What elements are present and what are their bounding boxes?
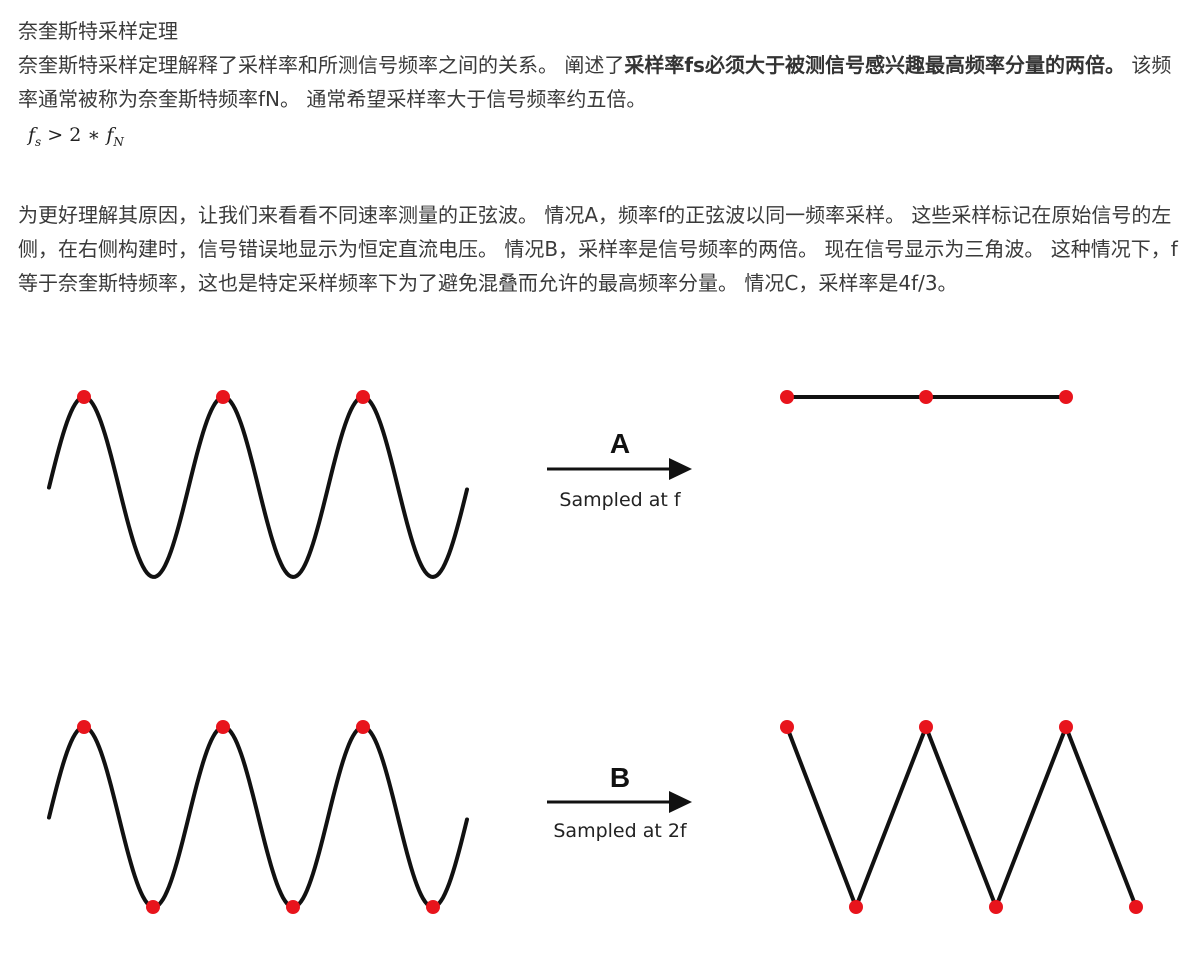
case-a-letter: A (610, 428, 630, 459)
formula-fs: f (28, 124, 36, 146)
case-b-arrow-icon (547, 791, 692, 813)
case-a-sample-dot (356, 390, 370, 404)
case-b-sample-dot (216, 720, 230, 734)
intro-paragraph: 奈奎斯特采样定理解释了采样率和所测信号频率之间的关系。 阐述了采样率fs必须大于… (18, 48, 1178, 116)
nyquist-formula: fs > 2 ∗ fN (28, 124, 1178, 164)
formula-operator: > 2 ∗ (41, 124, 107, 146)
case-a-sample-points (77, 390, 370, 404)
case-b-sample-dot (146, 900, 160, 914)
case-a-reconstructed-dot (780, 390, 794, 404)
case-a-original-sine-wave (47, 394, 469, 580)
case-b-reconstructed-dot (919, 720, 933, 734)
case-b-original-sine-wave (47, 724, 469, 910)
case-b-row: B Sampled at 2f (47, 720, 1143, 914)
intro-text-start: 奈奎斯特采样定理解释了采样率和所测信号频率之间的关系。 阐述了 (18, 53, 625, 77)
case-b-reconstructed-dot (849, 900, 863, 914)
case-b-sample-dot (286, 900, 300, 914)
case-b-reconstructed-triangle-wave (785, 721, 1138, 913)
case-a-reconstructed-dot (1059, 390, 1073, 404)
case-a-row: A Sampled at f (47, 390, 1073, 580)
formula-n-sub: N (113, 134, 124, 149)
article-title: 奈奎斯特采样定理 (18, 19, 178, 43)
case-a-arrow-icon (547, 458, 692, 480)
formula-s-sub: s (35, 134, 42, 149)
case-b-sample-points (77, 720, 440, 914)
case-b-sample-dot (77, 720, 91, 734)
case-a-sample-dot (77, 390, 91, 404)
case-a-reconstructed-dot (919, 390, 933, 404)
article: 奈奎斯特采样定理 奈奎斯特采样定理解释了采样率和所测信号频率之间的关系。 阐述了… (18, 14, 1178, 300)
intro-text-end: 该频率通常被称为奈奎斯特频率fN。 通常希望采样率大于信号频率约五倍。 (18, 53, 1172, 111)
case-b-sample-dot (426, 900, 440, 914)
case-b-sample-dot (356, 720, 370, 734)
case-a-reconstructed-samples (780, 390, 1073, 404)
case-b-reconstructed-dot (989, 900, 1003, 914)
case-b-reconstructed-dot (780, 720, 794, 734)
case-a-sample-dot (216, 390, 230, 404)
case-b-reconstructed-dot (1059, 720, 1073, 734)
case-a-caption: Sampled at f (559, 489, 681, 511)
formula-fn: f (106, 124, 114, 146)
case-b-reconstructed-samples (780, 720, 1143, 914)
explanation-paragraph: 为更好理解其原因，让我们来看看不同速率测量的正弦波。 情况A，频率f的正弦波以同… (18, 203, 1178, 295)
intro-bold-statement: 采样率fs必须大于被测信号感兴趣最高频率分量的两倍。 (624, 53, 1125, 77)
case-b-caption: Sampled at 2f (553, 820, 688, 842)
case-b-letter: B (610, 762, 630, 793)
case-b-reconstructed-dot (1129, 900, 1143, 914)
